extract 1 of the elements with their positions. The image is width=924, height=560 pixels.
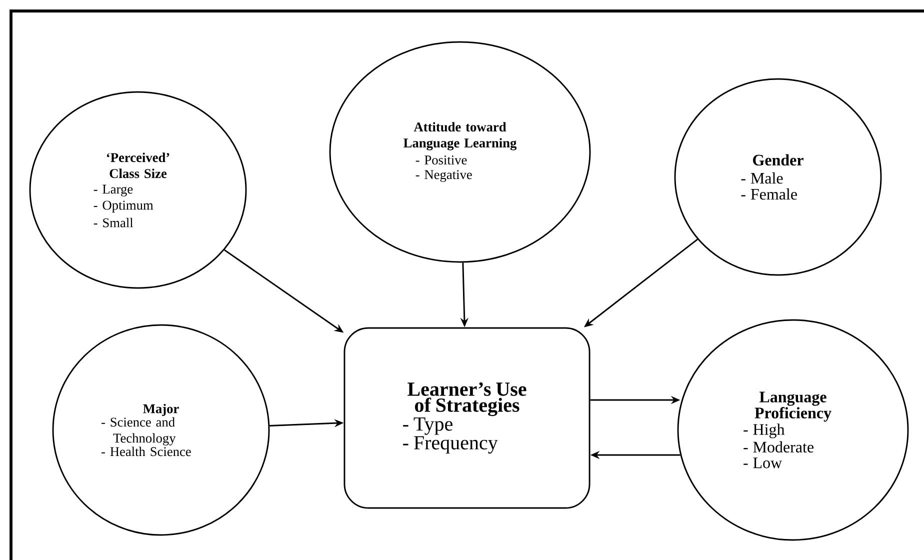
process-box: Learner’s Use of Strategies - Type - Frequency [344, 327, 590, 509]
